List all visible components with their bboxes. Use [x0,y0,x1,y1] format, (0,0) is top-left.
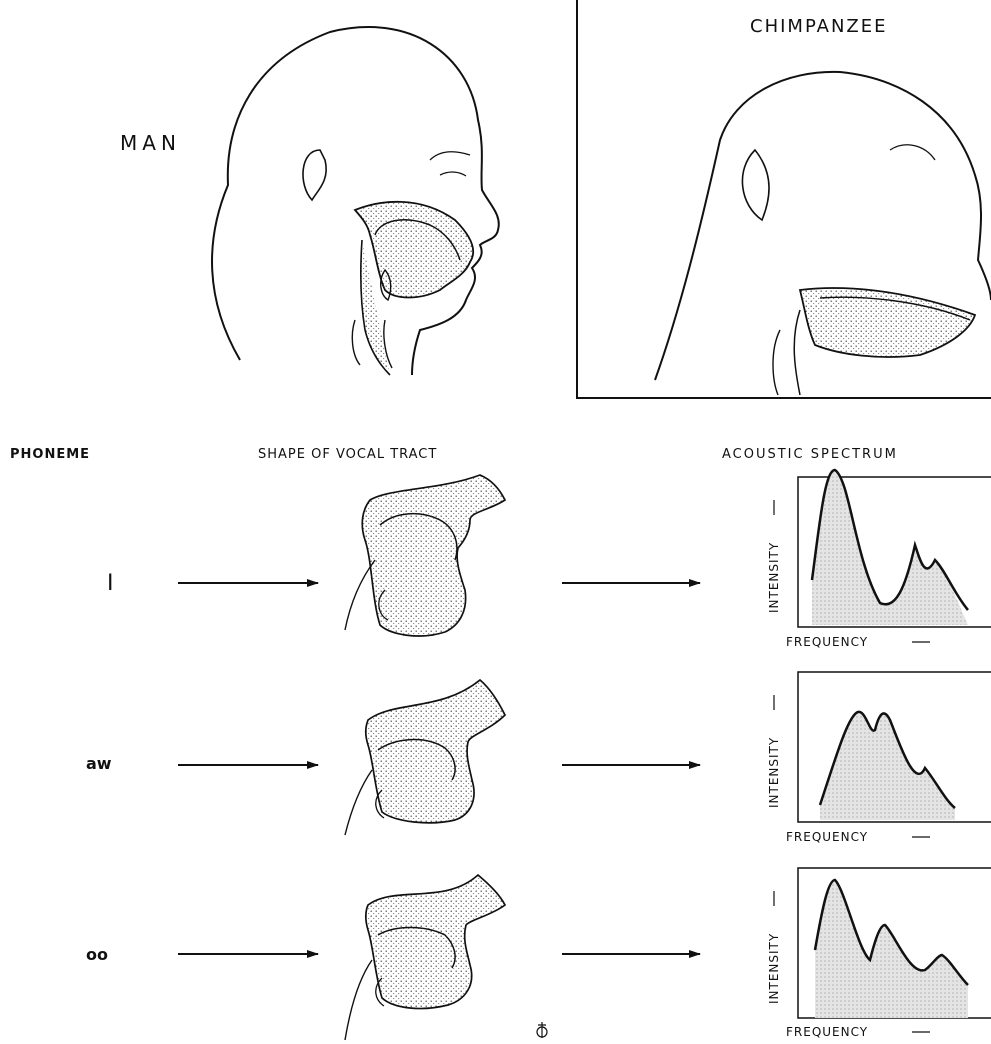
header-phoneme: PHONEME [10,447,90,462]
spectrum-fill [815,880,968,1018]
man-label: MAN [120,131,181,155]
spectrum-chart: INTENSITY FREQUENCY [767,868,991,1039]
vocal-tract-shape [345,680,505,835]
spectrum-fill [820,712,955,820]
phoneme-row: oo INTENSITY FREQUENCY [86,868,991,1040]
header-shape-of-vocal-tract: SHAPE OF VOCAL TRACT [258,447,437,462]
phoneme-row: aw INTENSITY FREQUENCY [86,672,991,844]
spectrum-chart: INTENSITY FREQUENCY [767,470,991,649]
chimpanzee-label: CHIMPANZEE [750,16,888,37]
man-head-illustration: MAN [120,27,499,375]
spectrum-fill [812,470,968,625]
phoneme-label: aw [86,754,112,773]
phoneme-row: I INTENSITY FREQUENCY [107,470,991,649]
vocal-tract-shape [345,875,505,1040]
monogram-mark [537,1022,547,1038]
x-axis-label: FREQUENCY [786,1025,868,1039]
phoneme-label: I [107,571,114,596]
chimpanzee-panel: CHIMPANZEE [577,0,991,398]
x-axis-label: FREQUENCY [786,830,868,844]
y-axis-label: INTENSITY [767,933,781,1004]
y-axis-label: INTENSITY [767,542,781,613]
vocal-tract-shape [345,475,505,636]
spectrum-chart: INTENSITY FREQUENCY [767,672,991,844]
phoneme-label: oo [86,945,108,964]
x-axis-label: FREQUENCY [786,635,868,649]
y-axis-label: INTENSITY [767,737,781,808]
header-acoustic-spectrum: ACOUSTIC SPECTRUM [722,447,898,462]
